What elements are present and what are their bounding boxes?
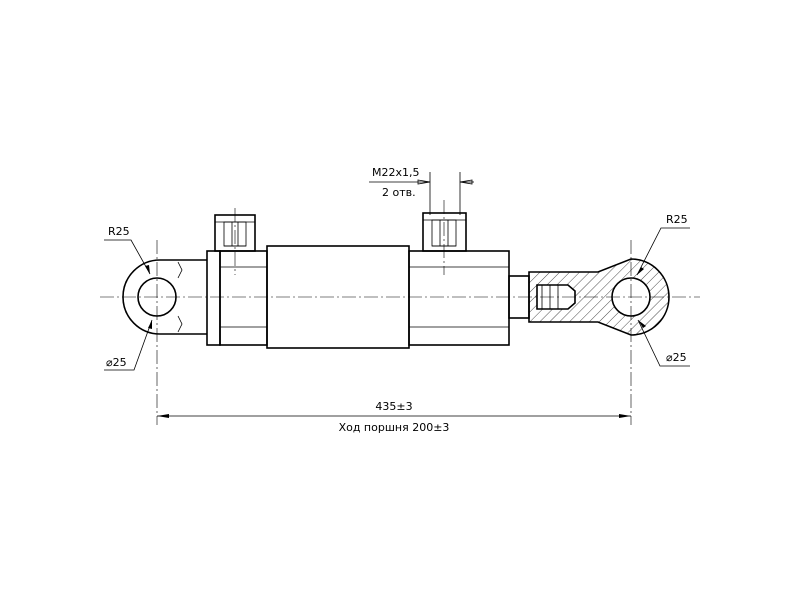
overall-length-label: 435±3 xyxy=(375,400,412,413)
left-diameter-label: ⌀25 xyxy=(106,356,127,369)
left-radius-label: R25 xyxy=(108,225,130,238)
right-diameter-label: ⌀25 xyxy=(666,351,687,364)
thread-size-label: M22x1,5 xyxy=(372,166,420,179)
holes-count-label: 2 отв. xyxy=(382,186,416,199)
rear-cap xyxy=(206,250,268,346)
right-port-fitting xyxy=(422,200,467,275)
overall-length-dimension: 435±3 Ход поршня 200±3 xyxy=(157,400,631,434)
left-port-fitting xyxy=(214,208,256,275)
front-gland xyxy=(408,250,510,346)
right-radius-label: R25 xyxy=(666,213,688,226)
right-eye-mount xyxy=(528,240,670,425)
right-dimension-callouts: R25 ⌀25 xyxy=(636,213,690,367)
thread-callout: M22x1,5 2 отв. xyxy=(369,166,474,215)
piston-stroke-label: Ход поршня 200±3 xyxy=(339,421,450,434)
left-dimension-callouts: R25 ⌀25 xyxy=(104,225,153,371)
left-eye-mount xyxy=(122,240,207,425)
